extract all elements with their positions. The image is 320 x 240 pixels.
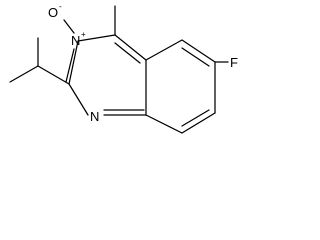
atom-n3: N: [71, 33, 80, 48]
charge-n3-plus: +: [81, 30, 86, 39]
bond-c7-c8: [181, 112, 216, 134]
atom-labels: O - N + N F: [48, 2, 238, 124]
bonds: [9, 5, 229, 134]
bond-n3-o: [63, 19, 75, 34]
bond-n3-c2: [68, 40, 79, 85]
bond-ch-methyl-a: [9, 65, 39, 83]
bond-c4a-c5: [145, 39, 183, 61]
atom-oxygen: O: [48, 5, 58, 20]
bond-c8-c8a: [145, 114, 183, 134]
bond-c4a-c4: [114, 34, 147, 61]
bond-c5-c6-inner: [181, 47, 210, 67]
bond-c5-c6: [181, 39, 216, 63]
bond-c4-n3: [77, 34, 116, 42]
bond-c2-n1: [68, 83, 89, 116]
bond-n3-c2-inner: [65, 48, 75, 83]
atom-fluorine: F: [230, 55, 238, 70]
bond-c2-ch: [37, 65, 70, 85]
bond-c4a-c4-inner: [114, 42, 141, 64]
charge-oxygen-minus: -: [59, 2, 62, 11]
bond-c7-c8-inner: [181, 109, 210, 127]
atom-n1: N: [90, 109, 99, 124]
quinazoline-n-oxide-structure: O - N + N F: [9, 2, 238, 134]
